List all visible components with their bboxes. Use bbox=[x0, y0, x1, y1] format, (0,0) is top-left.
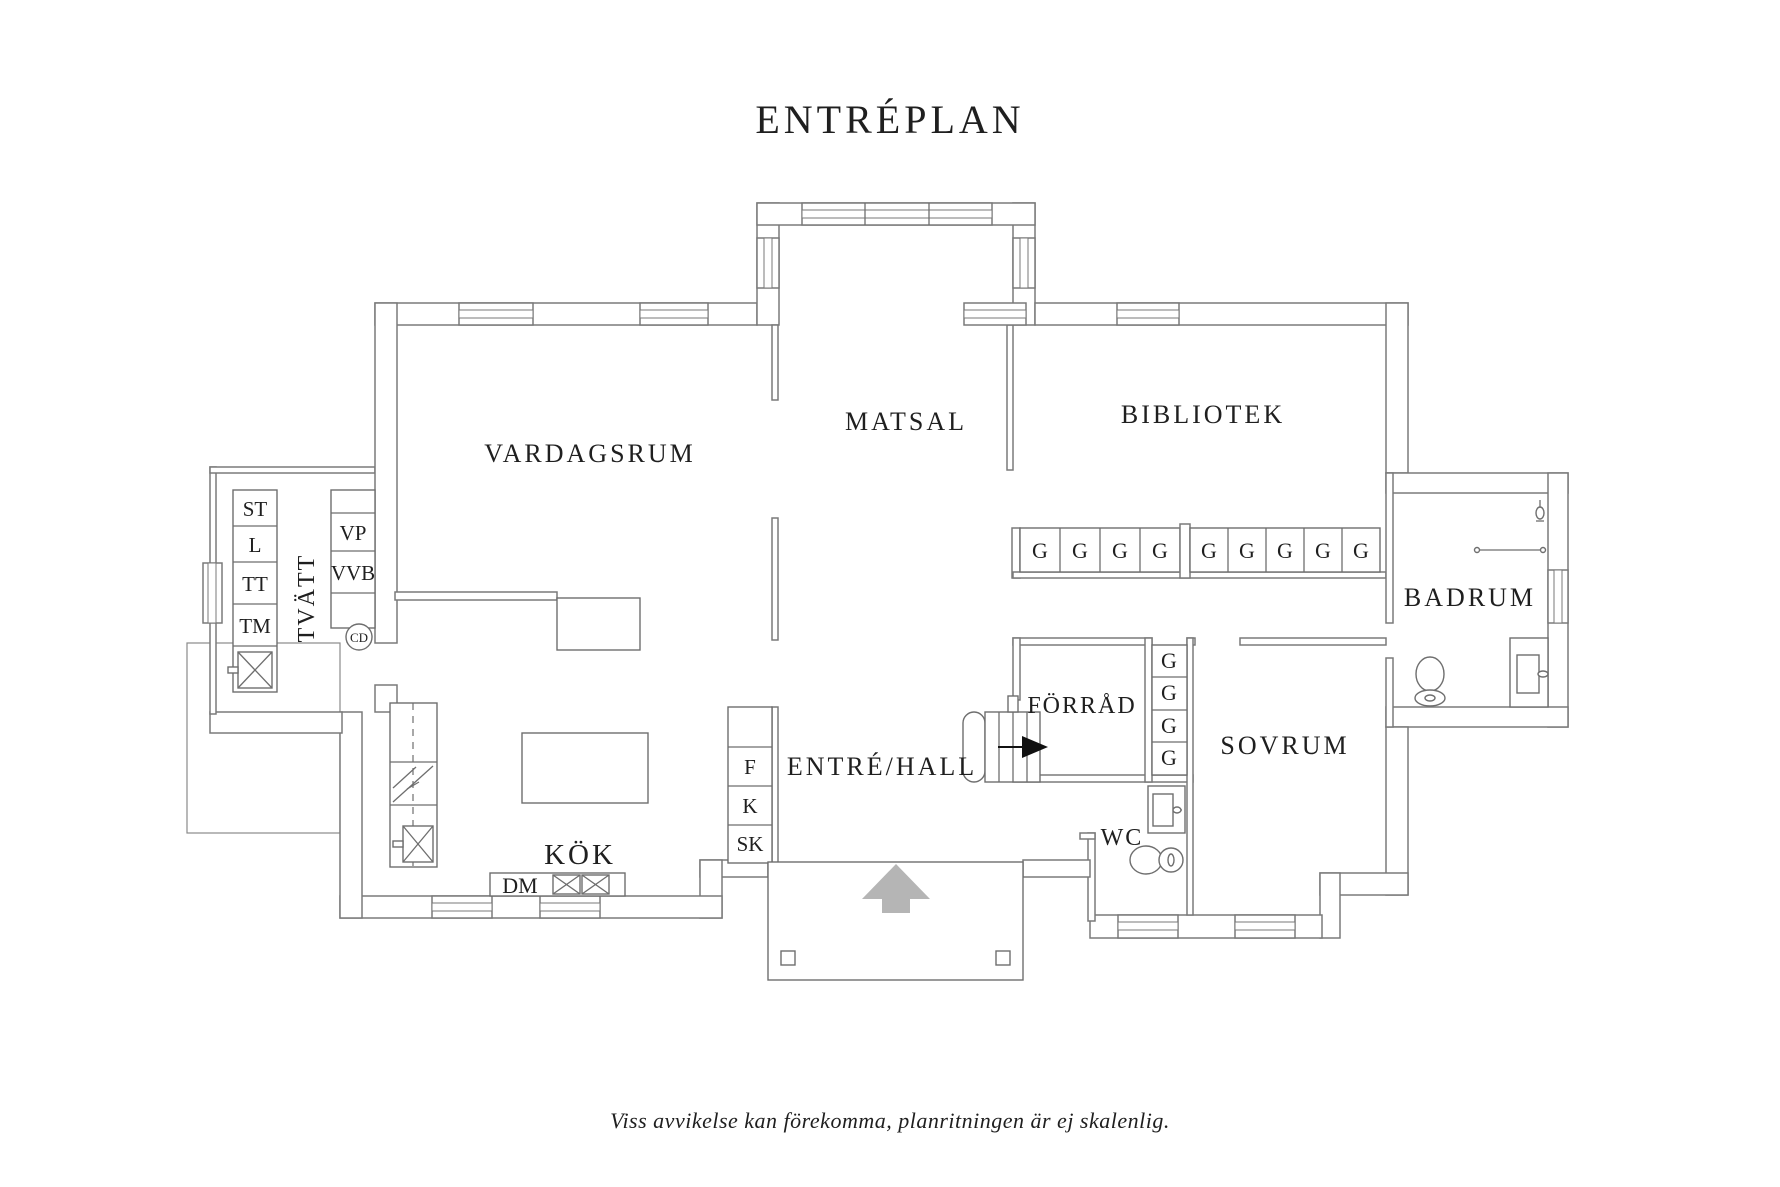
room-label-matsal: MATSAL bbox=[845, 407, 967, 436]
disclaimer-text: Viss avvikelse kan förekomma, planritnin… bbox=[610, 1108, 1170, 1133]
bathroom-toilet-icon bbox=[1414, 656, 1446, 707]
shower-rail bbox=[1473, 546, 1547, 554]
stair-arrow-icon bbox=[1022, 736, 1048, 758]
wardrobe-label: G bbox=[1161, 745, 1177, 770]
shower-head-icon bbox=[1535, 500, 1545, 522]
appliance-label-sk: SK bbox=[737, 832, 764, 856]
appliance-label-vp: VP bbox=[340, 521, 367, 545]
room-label-vardagsrum: VARDAGSRUM bbox=[484, 439, 696, 468]
bathroom-sink-icon bbox=[1509, 637, 1549, 708]
stove-icon bbox=[392, 765, 434, 803]
porch-post bbox=[995, 950, 1011, 966]
wc-sink-icon bbox=[1152, 793, 1174, 827]
wardrobe-label: G bbox=[1315, 538, 1331, 563]
living-room-closet bbox=[556, 597, 641, 651]
room-label-wc: WC bbox=[1101, 825, 1144, 851]
windows bbox=[202, 202, 1569, 939]
laundry-sink-icon bbox=[227, 651, 273, 689]
entrance-porch bbox=[767, 861, 1024, 981]
wardrobe-label: G bbox=[1161, 680, 1177, 705]
counter-sink-icon bbox=[581, 874, 610, 895]
bathroom-fixtures bbox=[1414, 500, 1549, 708]
room-label-forrad: FÖRRÅD bbox=[1027, 693, 1136, 719]
room-label-kok: KÖK bbox=[544, 839, 616, 871]
wardrobe-label: G bbox=[1353, 538, 1369, 563]
appliance-label-tm: TM bbox=[239, 614, 271, 638]
wc-toilet-icon bbox=[1129, 845, 1184, 875]
room-label-tvatt: TVÄTT bbox=[294, 554, 320, 643]
room-label-sovrum: SOVRUM bbox=[1220, 731, 1349, 760]
entrance-arrow-icon bbox=[862, 864, 930, 913]
labels: ENTRÉPLAN VARDAGSRUM MATSAL BIBLIOTEK BA… bbox=[239, 97, 1536, 1133]
porch-post bbox=[780, 950, 796, 966]
wardrobe-column bbox=[1151, 644, 1188, 776]
appliance-label-dm: DM bbox=[502, 873, 537, 898]
floor-drain-icon bbox=[345, 623, 373, 651]
laundry-appliance-column bbox=[227, 489, 278, 693]
wardrobe-label: G bbox=[1277, 538, 1293, 563]
wardrobe-label: G bbox=[1152, 538, 1168, 563]
wardrobe-label: G bbox=[1239, 538, 1255, 563]
wardrobe-label: G bbox=[1072, 538, 1088, 563]
appliance-label-tt: TT bbox=[242, 572, 268, 596]
appliance-label-cd: CD bbox=[350, 630, 368, 645]
page-title: ENTRÉPLAN bbox=[755, 97, 1024, 142]
laundry-heater-column bbox=[330, 489, 376, 651]
wc-fixtures bbox=[1129, 785, 1186, 875]
staircase bbox=[962, 695, 1048, 783]
counter-sink-icon bbox=[552, 874, 581, 895]
wardrobe-row bbox=[1019, 523, 1381, 579]
appliance-label-st: ST bbox=[243, 497, 268, 521]
tall-cabinet-column bbox=[727, 706, 773, 864]
wardrobe-label: G bbox=[1201, 538, 1217, 563]
wardrobe-label: G bbox=[1112, 538, 1128, 563]
room-label-bibliotek: BIBLIOTEK bbox=[1121, 400, 1285, 429]
appliance-label-l: L bbox=[249, 533, 262, 557]
wardrobe-label: G bbox=[1161, 648, 1177, 673]
room-label-badrum: BADRUM bbox=[1404, 583, 1536, 612]
wardrobe-label: G bbox=[1032, 538, 1048, 563]
appliance-label-k: K bbox=[742, 794, 757, 818]
appliance-label-f: F bbox=[744, 755, 756, 779]
room-label-entre-hall: ENTRÉ/HALL bbox=[787, 752, 977, 781]
dishwasher-counter bbox=[489, 872, 626, 897]
appliance-label-vvb: VVB bbox=[331, 561, 375, 585]
kitchen-sink-icon bbox=[392, 825, 434, 863]
wardrobe-label: G bbox=[1161, 713, 1177, 738]
kitchen-counter bbox=[389, 702, 438, 868]
kitchen-island bbox=[521, 732, 649, 804]
